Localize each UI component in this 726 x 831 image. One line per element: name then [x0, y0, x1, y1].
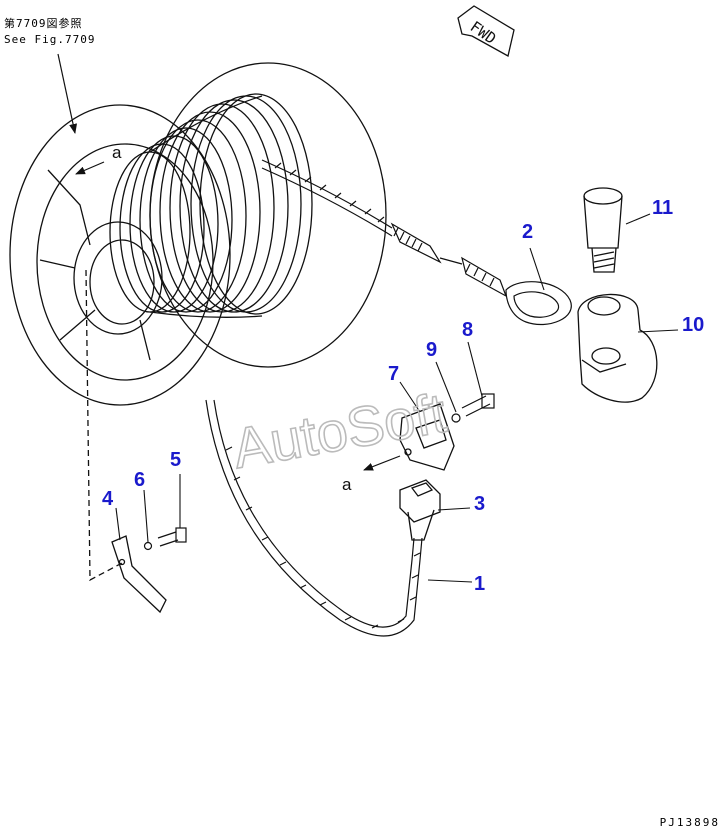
view-letter-reel: a — [112, 143, 122, 162]
reference-leader — [57, 53, 78, 134]
watermark: AutoSoft — [228, 381, 451, 480]
reel-front-flange — [9, 104, 231, 406]
reel-drum-outline — [149, 95, 263, 318]
cable-upper — [261, 159, 572, 326]
pin — [583, 187, 623, 273]
callout-9: 9 — [426, 339, 437, 361]
cable-guide — [85, 269, 167, 614]
reference-note: 第7709図参照 See Fig.7709 — [4, 15, 95, 46]
callout-4: 4 — [102, 488, 114, 510]
callout-11: 11 — [652, 197, 673, 219]
callout-7: 7 — [388, 363, 399, 385]
reference-note-en: See Fig.7709 — [4, 33, 96, 46]
reel-rear-flange — [149, 62, 387, 368]
reel-spokes — [39, 169, 151, 361]
callout-2: 2 — [522, 221, 533, 243]
view-arrow-bracket — [363, 455, 401, 471]
reel-hub-inner — [89, 239, 155, 325]
bolt-8 — [461, 393, 495, 417]
cable-reel — [9, 62, 387, 406]
callout-5: 5 — [170, 449, 181, 471]
reel-front-rim — [36, 143, 214, 381]
screw-5 — [157, 527, 187, 547]
callout-8: 8 — [462, 319, 473, 341]
reference-note-jp: 第7709図参照 — [4, 17, 83, 30]
eye-bracket — [577, 293, 658, 403]
cable-lower — [205, 399, 423, 637]
callout-10: 10 — [682, 314, 704, 336]
fwd-arrow-icon: FWD — [457, 5, 515, 57]
view-arrow-reel — [75, 161, 105, 175]
drawing-code: PJ13898 — [659, 816, 720, 829]
washer-6 — [143, 541, 153, 551]
callout-1: 1 — [474, 573, 485, 595]
fwd-label: FWD — [467, 18, 500, 48]
connector — [399, 479, 441, 541]
callout-numbers: 1 2 3 4 5 6 7 8 9 10 11 — [102, 197, 704, 595]
callout-3: 3 — [474, 493, 485, 515]
leader-lines — [115, 213, 679, 583]
clamp-bracket — [399, 403, 455, 471]
view-letter-bracket: a — [342, 475, 352, 494]
callout-6: 6 — [134, 469, 145, 491]
reel-windings — [109, 93, 313, 315]
washer-9 — [451, 413, 461, 423]
